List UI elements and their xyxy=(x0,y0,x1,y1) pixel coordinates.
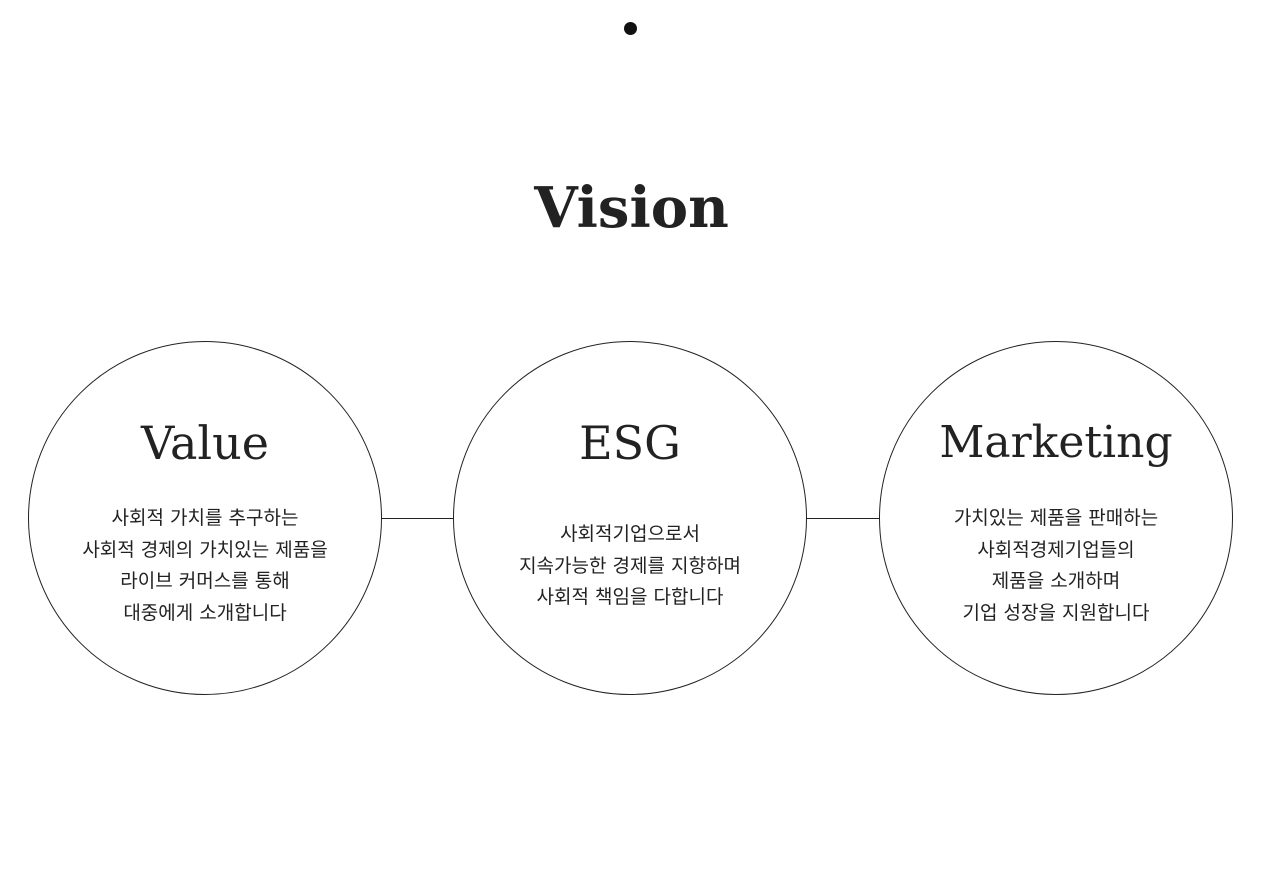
esg-line-2: 지속가능한 경제를 지향하며 xyxy=(519,554,741,577)
esg-description: 사회적기업으로서 지속가능한 경제를 지향하며 사회적 책임을 다합니다 xyxy=(454,519,806,614)
marketing-description: 가치있는 제품을 판매하는 사회적경제기업들의 제품을 소개하며 기업 성장을 … xyxy=(880,503,1232,629)
connector-line-1 xyxy=(382,518,454,519)
marketing-line-4: 기업 성장을 지원합니다 xyxy=(962,601,1150,624)
top-dot xyxy=(624,22,637,35)
value-title: Value xyxy=(141,416,269,470)
connector-line-2 xyxy=(806,518,880,519)
page-title: Vision xyxy=(534,175,729,241)
marketing-line-2: 사회적경제기업들의 xyxy=(977,538,1135,561)
esg-line-3: 사회적 책임을 다합니다 xyxy=(536,586,724,608)
marketing-line-3: 제품을 소개하며 xyxy=(991,570,1121,592)
marketing-title: Marketing xyxy=(939,417,1173,468)
value-description: 사회적 가치를 추구하는 사회적 경제의 가치있는 제품을 라이브 커머스를 통… xyxy=(29,503,381,629)
esg-title: ESG xyxy=(579,416,681,470)
value-line-1: 사회적 가치를 추구하는 xyxy=(111,507,299,529)
esg-line-1: 사회적기업으로서 xyxy=(560,523,700,545)
value-circle: Value 사회적 가치를 추구하는 사회적 경제의 가치있는 제품을 라이브 … xyxy=(28,341,382,695)
esg-circle: ESG 사회적기업으로서 지속가능한 경제를 지향하며 사회적 책임을 다합니다 xyxy=(453,341,807,695)
value-line-3: 라이브 커머스를 통해 xyxy=(120,570,290,592)
value-line-4: 대중에게 소개합니다 xyxy=(123,601,287,624)
value-line-2: 사회적 경제의 가치있는 제품을 xyxy=(82,538,328,561)
marketing-line-1: 가치있는 제품을 판매하는 xyxy=(953,507,1159,529)
marketing-circle: Marketing 가치있는 제품을 판매하는 사회적경제기업들의 제품을 소개… xyxy=(879,341,1233,695)
